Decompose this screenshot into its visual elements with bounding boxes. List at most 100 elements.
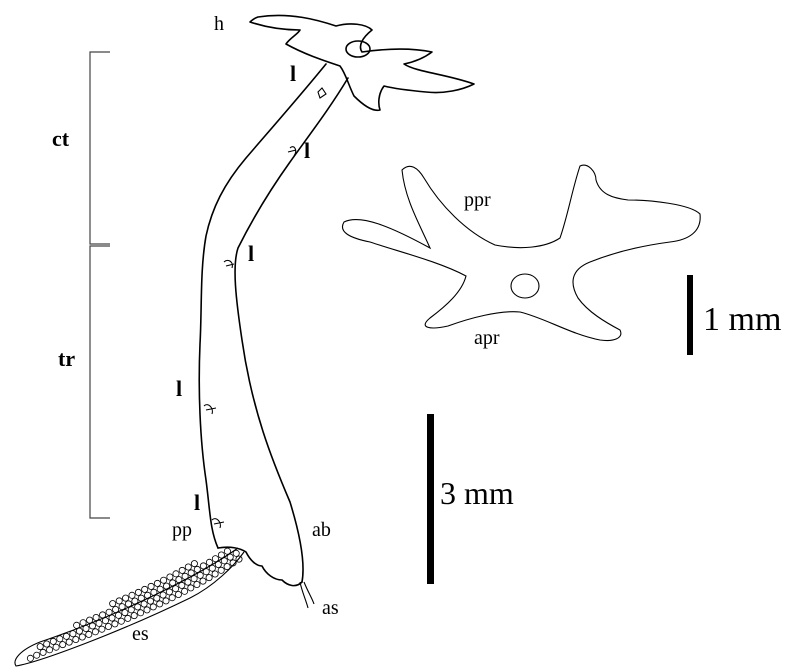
head-outline	[250, 15, 474, 110]
egg	[154, 595, 160, 601]
body	[199, 64, 348, 586]
egg	[147, 598, 153, 604]
label-lateral-organ-1: l	[290, 61, 296, 86]
egg	[224, 548, 230, 554]
egg	[93, 614, 99, 620]
egg	[57, 636, 63, 642]
egg	[99, 626, 105, 632]
label-apr: apr	[474, 327, 500, 349]
egg	[144, 607, 150, 613]
egg	[110, 601, 116, 607]
egg	[221, 558, 227, 564]
egg	[218, 552, 224, 558]
egg	[83, 625, 89, 631]
lateral-organ-5	[212, 519, 224, 528]
label-ppr: ppr	[464, 189, 491, 211]
egg	[89, 623, 95, 629]
egg	[123, 595, 129, 601]
head-detail	[342, 165, 700, 340]
egg	[209, 565, 215, 571]
head-pore	[346, 41, 370, 57]
egg	[138, 595, 144, 601]
egg	[132, 598, 138, 604]
label-lateral-organ-5: l	[194, 490, 200, 515]
egg	[102, 618, 108, 624]
egg	[73, 636, 79, 642]
egg	[113, 606, 119, 612]
egg	[182, 588, 188, 594]
egg	[119, 604, 125, 610]
egg	[157, 601, 163, 607]
label-lateral-organ-3: l	[248, 241, 254, 266]
egg	[138, 610, 144, 616]
egg-string	[15, 548, 244, 666]
egg	[135, 589, 141, 595]
egg	[76, 628, 82, 634]
egg	[218, 567, 224, 573]
lateral-organ-1	[318, 88, 326, 98]
egg	[86, 631, 92, 637]
lateral-organ-4	[204, 405, 216, 414]
egg	[163, 598, 169, 604]
egg	[80, 620, 86, 626]
egg	[224, 564, 230, 570]
egg	[100, 612, 106, 618]
body-left-edge	[199, 64, 326, 548]
egg	[167, 574, 173, 580]
egg	[212, 556, 218, 562]
egg	[175, 591, 181, 597]
egg	[27, 655, 33, 661]
lateral-organ-2	[288, 147, 296, 156]
egg	[66, 639, 72, 645]
egg	[179, 567, 185, 573]
egg	[47, 647, 53, 653]
egg	[115, 612, 121, 618]
label-as: as	[322, 597, 339, 619]
egg	[109, 615, 115, 621]
egg	[96, 620, 102, 626]
egg	[212, 571, 218, 577]
bracket-tr	[90, 246, 110, 518]
egg	[128, 607, 134, 613]
egg	[145, 592, 151, 598]
egg	[179, 582, 185, 588]
anal-setae	[300, 582, 314, 608]
egg	[50, 638, 56, 644]
egg	[116, 598, 122, 604]
egg	[191, 561, 197, 567]
egg	[169, 595, 175, 601]
egg	[105, 623, 111, 629]
scale-bar-3mm	[427, 414, 434, 584]
scale-bar-3mm-label: 3 mm	[440, 475, 514, 511]
bracket-ct	[90, 52, 110, 244]
egg	[215, 561, 221, 567]
label-trunk: tr	[58, 346, 75, 371]
egg	[142, 586, 148, 592]
egg	[79, 634, 85, 640]
egg	[194, 581, 200, 587]
egg	[44, 641, 50, 647]
egg	[194, 566, 200, 572]
egg	[112, 621, 118, 627]
egg	[188, 585, 194, 591]
egg	[206, 559, 212, 565]
region-brackets	[90, 52, 110, 518]
egg	[150, 604, 156, 610]
egg	[70, 631, 76, 637]
egg	[200, 563, 206, 569]
egg	[125, 615, 131, 621]
label-es: es	[132, 623, 149, 645]
egg	[185, 579, 191, 585]
egg	[141, 601, 147, 607]
egg	[206, 575, 212, 581]
egg	[233, 550, 239, 556]
scale-bar-1mm	[687, 275, 693, 355]
egg	[37, 644, 43, 650]
egg	[60, 642, 66, 648]
label-lateral-organ-4: l	[176, 376, 182, 401]
egg	[129, 592, 135, 598]
head	[250, 15, 474, 110]
egg	[185, 564, 191, 570]
label-pp: pp	[172, 519, 192, 541]
label-collar-trunk: ct	[52, 126, 70, 151]
